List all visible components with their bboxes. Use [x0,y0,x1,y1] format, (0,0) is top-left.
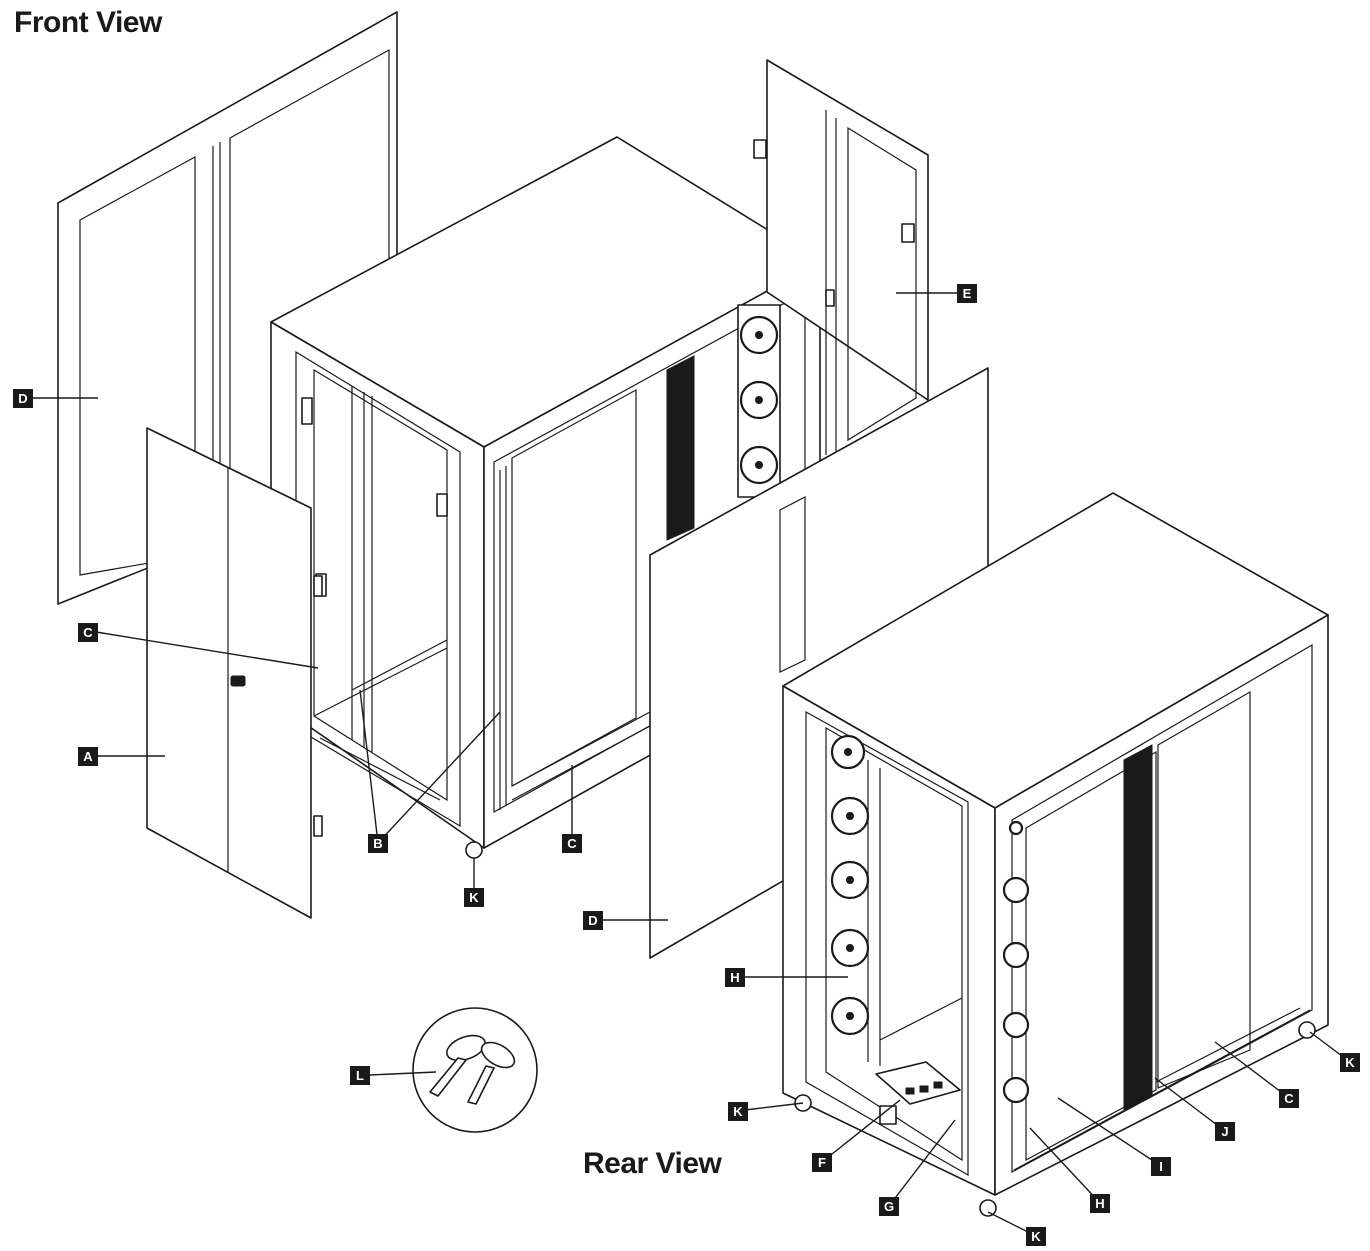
svg-text:B: B [373,836,382,851]
callout-k-front-caster: K [464,888,484,907]
key-icon [429,1057,467,1097]
svg-text:K: K [1345,1055,1355,1070]
svg-text:K: K [469,890,479,905]
svg-text:D: D [588,913,597,928]
key-icon [467,1065,495,1105]
callout-f-power: F [812,1153,832,1172]
svg-text:K: K [733,1104,743,1119]
svg-text:I: I [1159,1159,1163,1174]
callout-h-rear-fans: H [725,968,745,987]
callout-e-rear-door: E [957,284,977,303]
svg-text:C: C [567,836,577,851]
callout-k-rear-front-caster: K [1026,1227,1046,1246]
svg-text:H: H [730,970,739,985]
svg-text:G: G [884,1199,894,1214]
svg-text:E: E [963,286,972,301]
callout-l-keys: L [350,1066,370,1085]
svg-text:C: C [83,625,93,640]
svg-text:J: J [1221,1124,1228,1139]
front-view-title: Front View [14,6,162,39]
callout-a-front-door: A [78,747,98,766]
caster-icon [1298,1021,1316,1039]
callout-k-rear-right-caster: K [1340,1053,1360,1072]
callout-g-outlets: G [879,1197,899,1216]
callout-c-front-side: C [562,834,582,853]
svg-text:K: K [1031,1229,1041,1244]
svg-text:D: D [18,391,27,406]
svg-text:H: H [1095,1196,1104,1211]
svg-text:L: L [356,1068,364,1083]
svg-text:F: F [818,1155,826,1170]
callout-c-front-rails: C [78,623,98,642]
rear-cabinet [782,492,1329,1217]
door-lock-icon [230,675,246,687]
svg-text:C: C [1284,1091,1294,1106]
callout-c-rear-rail: C [1279,1089,1299,1108]
front-door [146,427,323,919]
svg-text:A: A [83,749,93,764]
callout-d-side-panel: D [583,911,603,930]
callout-j-vent-strip: J [1215,1122,1235,1141]
keys-inset [412,1007,538,1133]
callout-h-side-fans: H [1090,1194,1110,1213]
caster-icon [979,1199,997,1217]
rear-view-title: Rear View [583,1147,722,1180]
callout-d-front-frame: D [13,389,33,408]
rear-door [753,59,929,460]
caster-icon [465,841,483,859]
callout-b-mounting-rails: B [368,834,388,853]
callout-k-rear-left-caster: K [728,1102,748,1121]
callout-i-side-opening: I [1151,1157,1171,1176]
